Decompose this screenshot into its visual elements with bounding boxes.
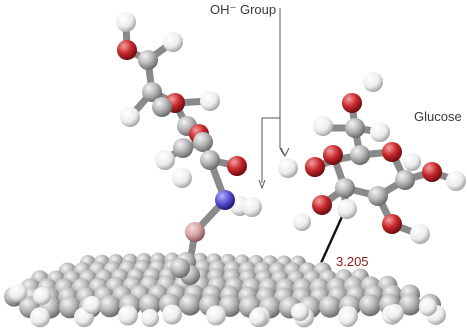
oxygen-atom (342, 93, 362, 113)
hydrogen-atom (9, 284, 27, 302)
oh-group-leader-lines (258, 8, 290, 190)
hydrogen-atom (410, 224, 430, 244)
carbon-atom (99, 295, 121, 318)
hydrogen-atom (278, 158, 298, 178)
hydrogen-atom (291, 303, 309, 321)
hydrogen-atom (172, 168, 192, 188)
hydrogen-atom (313, 116, 333, 136)
hydrogen-atom (249, 309, 267, 327)
oxygen-atom (382, 142, 402, 162)
carbon-atom (399, 293, 421, 316)
carbon-atom (138, 50, 158, 70)
nitrogen-atom (215, 190, 235, 210)
boron-atom (185, 222, 205, 242)
graphene-sheet (4, 252, 446, 328)
carbon-atom (368, 186, 388, 206)
oxygen-atom (305, 157, 325, 177)
hydrogen-atom (386, 304, 404, 322)
hydrogen-atom (293, 213, 311, 231)
oxygen-atom (382, 214, 402, 234)
hydrogen-atom (403, 153, 421, 171)
distance-label: 3.205 (336, 254, 369, 269)
carbon-atom (170, 258, 190, 278)
oxygen-atom (312, 195, 332, 215)
carbon-atom (142, 82, 162, 102)
carbon-atom (193, 132, 213, 152)
hydrogen-atom (242, 197, 262, 217)
hydrogen-atom (206, 305, 226, 326)
hydrogen-atom (363, 72, 383, 92)
hydrogen-atom (83, 296, 101, 314)
carbon-atom (345, 118, 365, 138)
glucose-label: Glucose (414, 109, 462, 124)
hydrogen-atom (33, 287, 51, 305)
hydrogen-atom (120, 107, 140, 127)
hydrogen-atom (30, 307, 50, 328)
hydrogen-atom (200, 91, 220, 111)
carbon-atom (139, 293, 161, 316)
hydrogen-atom (116, 12, 136, 32)
hydrogen-atom (337, 199, 357, 219)
hydrogen-atom (339, 309, 357, 327)
carbon-atom (173, 138, 193, 158)
carbon-atom (179, 293, 201, 316)
oh-group-molecule (116, 12, 262, 242)
oxygen-atom (117, 40, 137, 60)
glucose-molecule (278, 72, 466, 244)
hydrogen-atom (419, 298, 437, 316)
hydrogen-atom (141, 309, 159, 327)
carbon-atom (319, 295, 341, 318)
carbon-atom (359, 294, 381, 317)
oxygen-atom (227, 156, 247, 176)
carbon-atom (395, 170, 415, 190)
hydrogen-atom (162, 304, 182, 325)
hydrogen-atom (118, 305, 138, 326)
carbon-atom (152, 97, 172, 117)
oh-group-label: OH⁻ Group (210, 2, 276, 17)
carbon-atom (335, 178, 355, 198)
hydrogen-atom (370, 122, 390, 142)
oxygen-atom (323, 145, 343, 165)
hydrogen-atom (446, 171, 466, 191)
oxygen-atom (422, 162, 442, 182)
carbon-atom (350, 145, 370, 165)
hydrogen-atom (155, 150, 175, 170)
carbon-atom (200, 150, 220, 170)
hydrogen-atom (163, 32, 183, 52)
